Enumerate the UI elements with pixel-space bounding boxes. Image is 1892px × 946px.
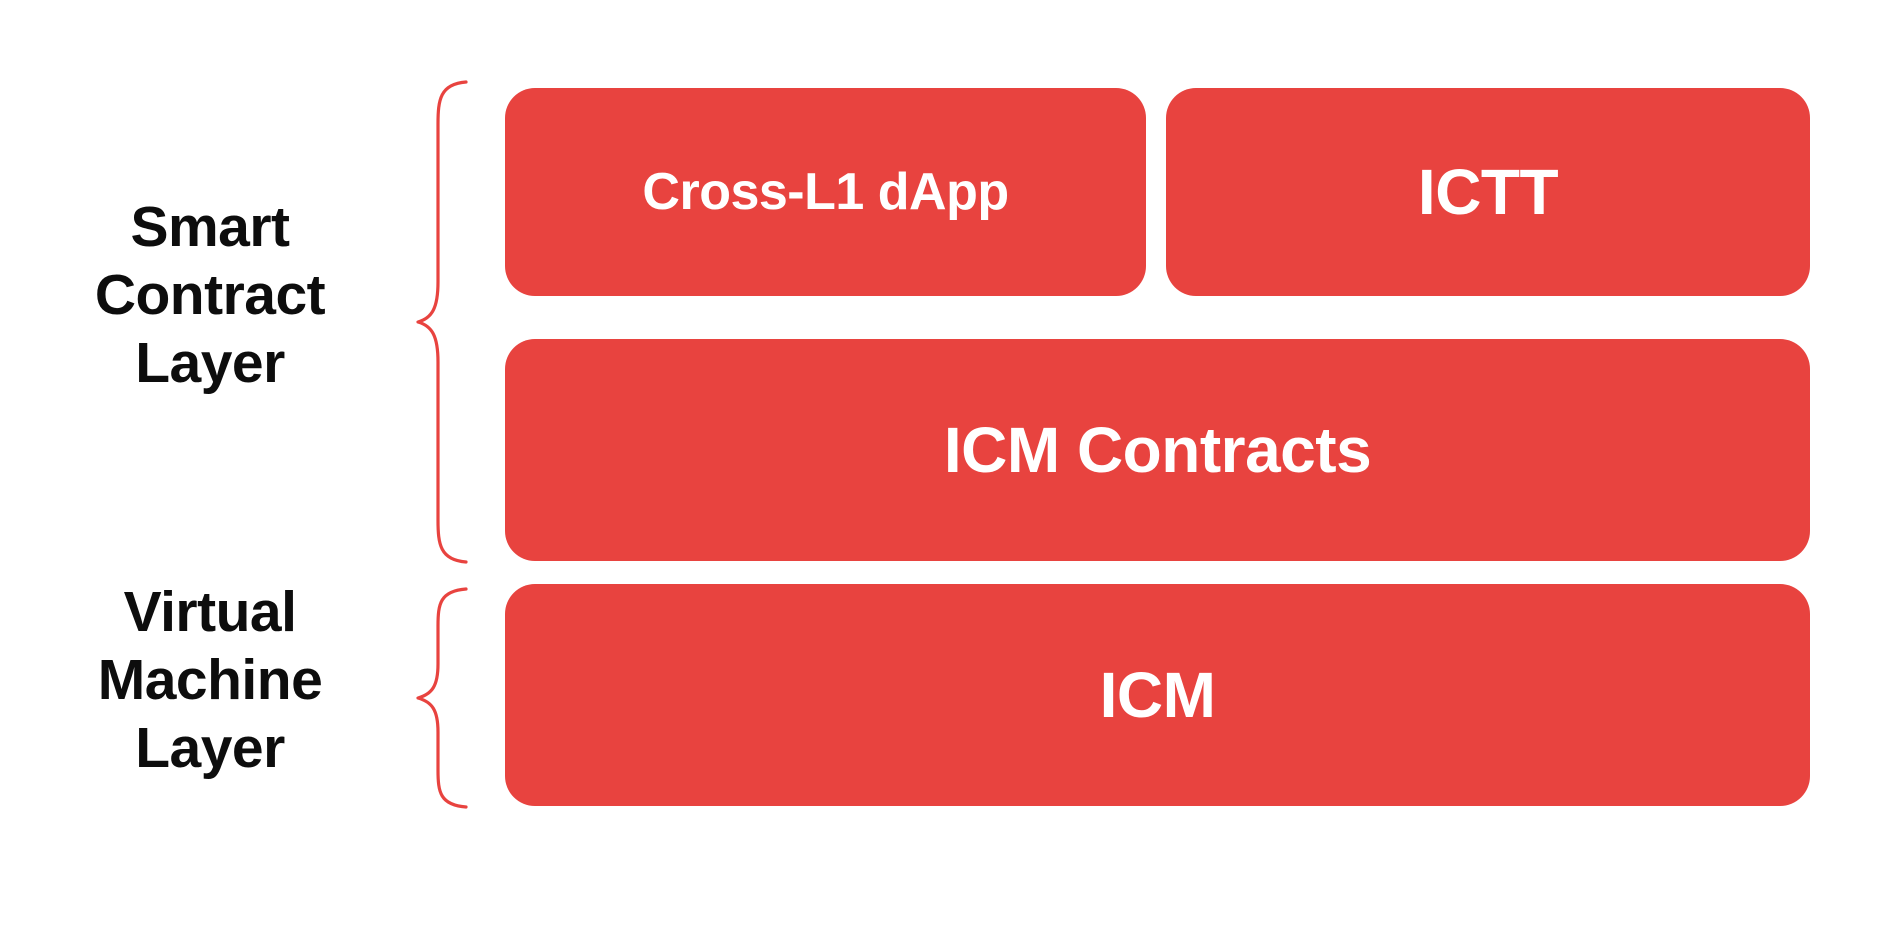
virtual-machine-layer-brace (416, 587, 468, 809)
box-cross-l1-dapp[interactable]: Cross-L1 dApp (505, 88, 1146, 296)
box-icm[interactable]: ICM (505, 584, 1810, 806)
box-ictt[interactable]: ICTT (1166, 88, 1810, 296)
box-ictt-label: ICTT (1417, 156, 1559, 228)
group-label-virtual-machine-layer: Virtual Machine Layer (97, 580, 323, 780)
group-label-smart-contract-layer: Smart Contract Layer (94, 195, 326, 395)
box-icm-label: ICM (1099, 659, 1216, 731)
smart-contract-layer-brace (416, 80, 468, 564)
box-cross-l1-dapp-label: Cross-L1 dApp (642, 163, 1009, 221)
box-icm-contracts-label: ICM Contracts (943, 414, 1372, 486)
box-icm-contracts[interactable]: ICM Contracts (505, 339, 1810, 561)
